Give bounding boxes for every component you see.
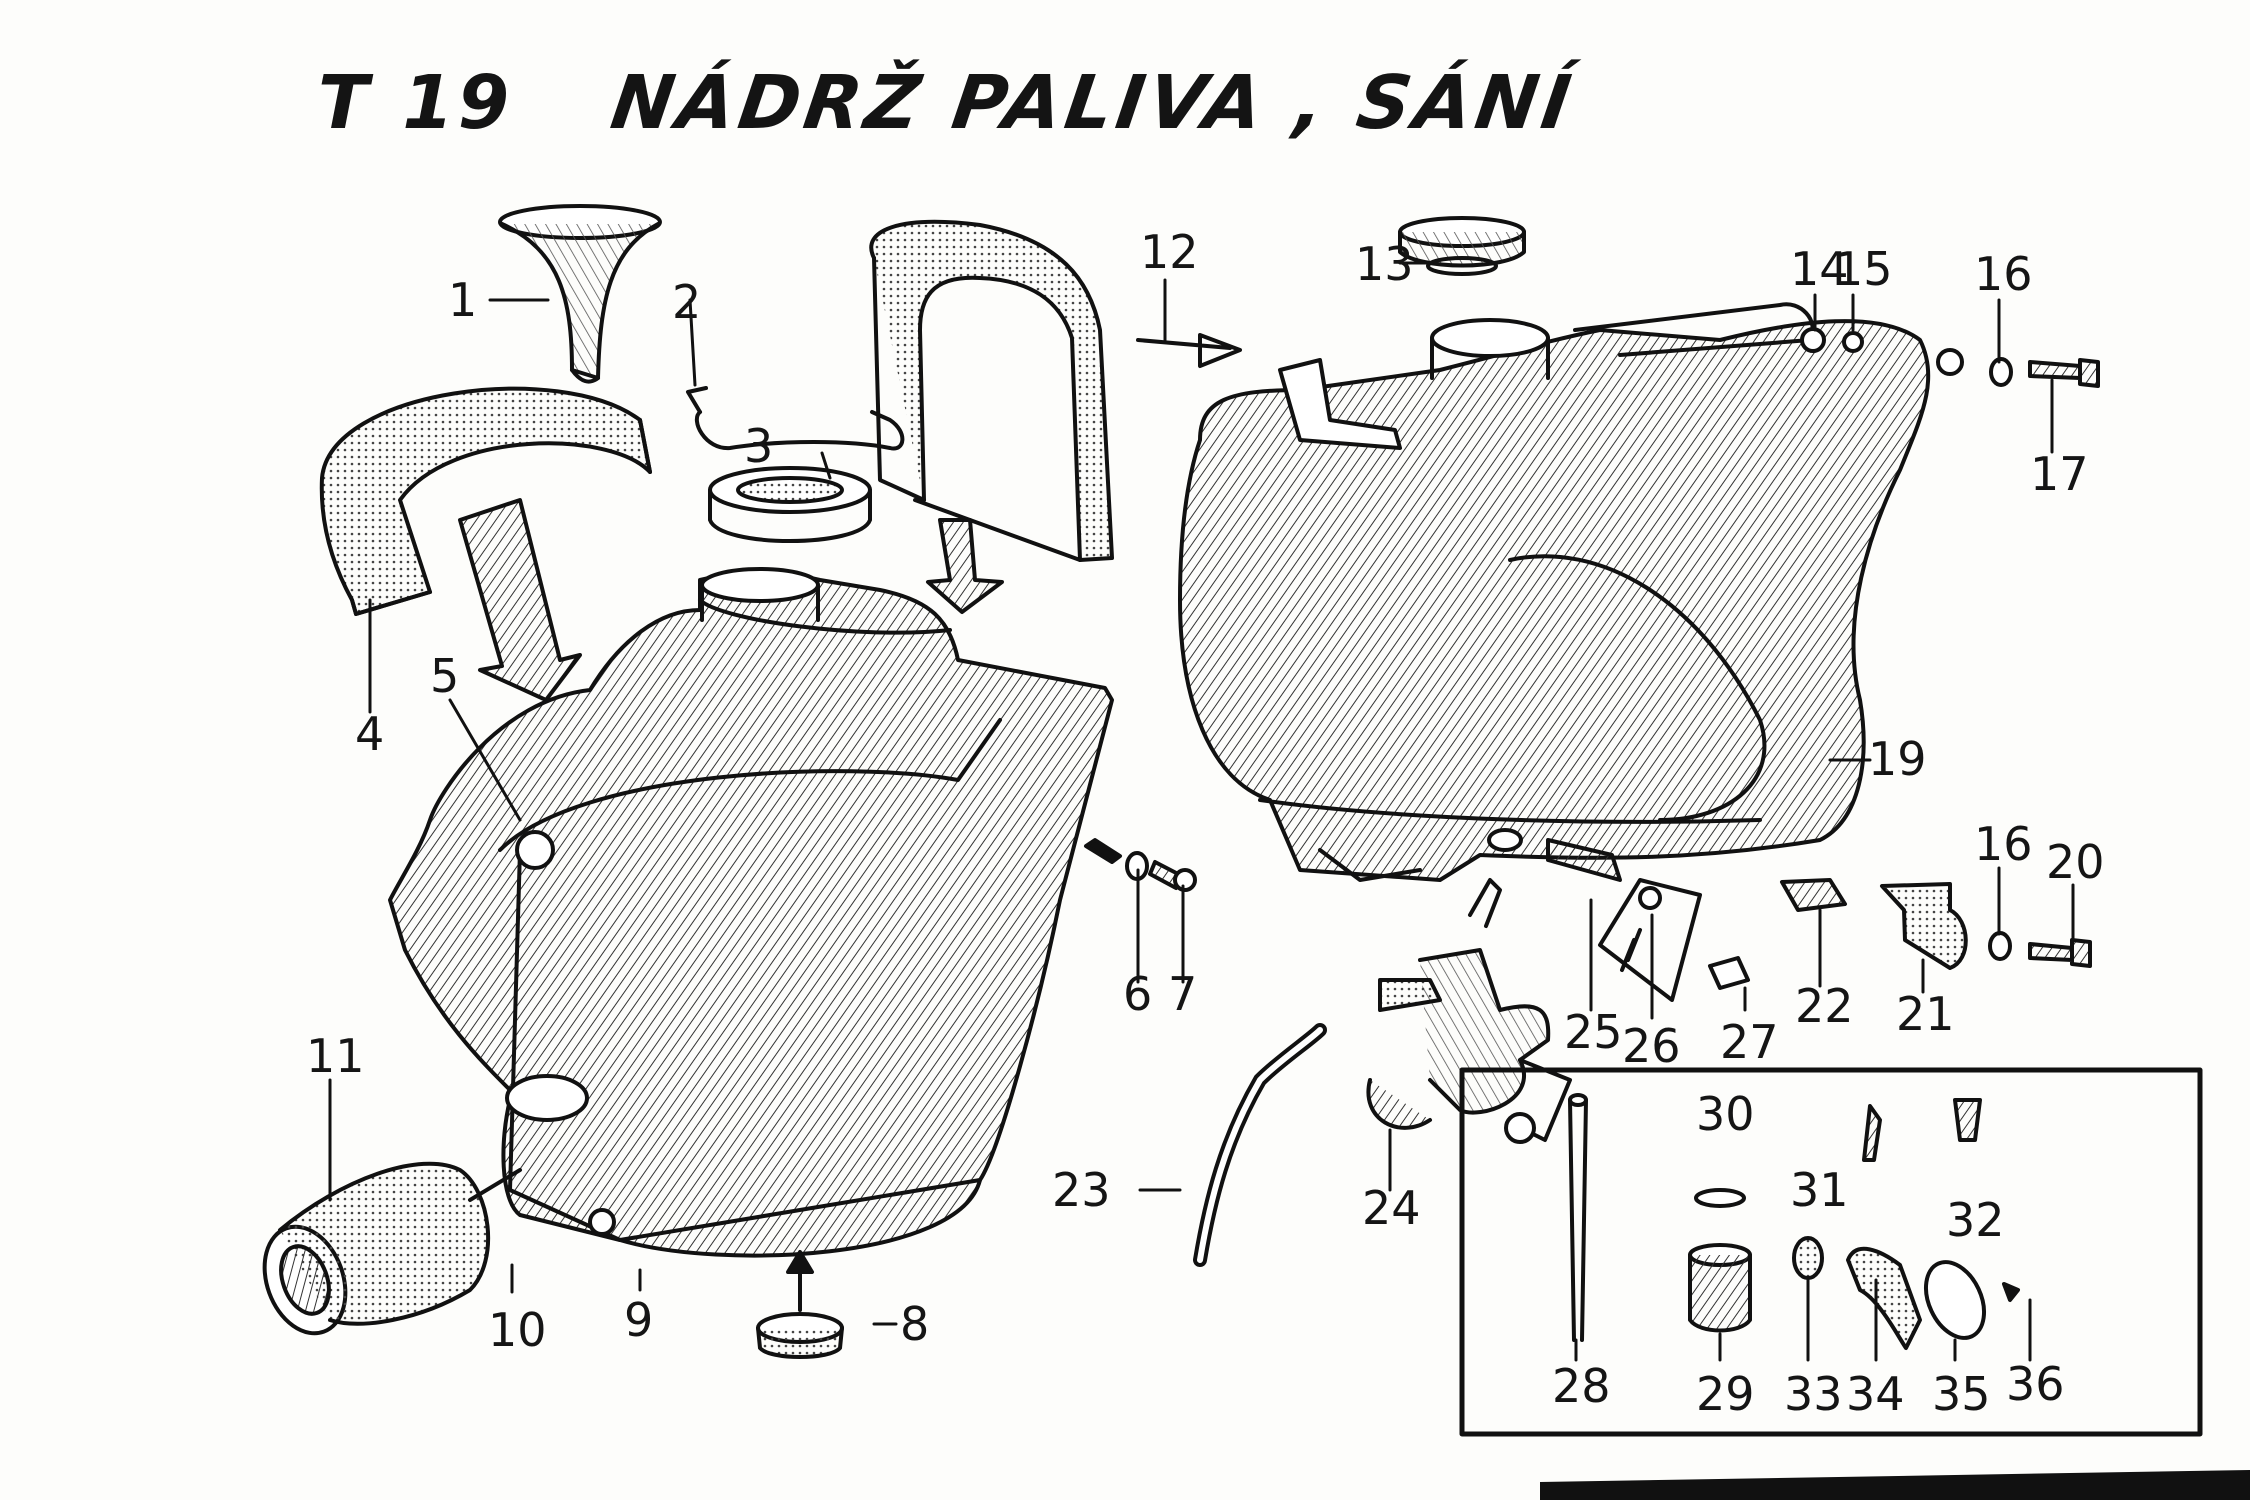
callout-1: 1 — [448, 273, 477, 327]
callout-34: 34 — [1846, 1367, 1905, 1421]
washer-16b-part — [1988, 931, 2012, 961]
callout-11: 11 — [306, 1029, 365, 1083]
callout-27: 27 — [1720, 1015, 1779, 1069]
callout-12: 12 — [1140, 225, 1199, 279]
callout-19: 19 — [1868, 732, 1927, 786]
grommet-part — [756, 1250, 844, 1359]
bolt-17-part — [2028, 358, 2100, 388]
scan-edge — [1540, 1470, 2250, 1500]
callout-24: 24 — [1362, 1181, 1421, 1235]
callout-labels: 1 2 3 4 5 6 7 8 9 10 11 12 13 14 15 16 1… — [306, 225, 2105, 1421]
callout-36: 36 — [2006, 1357, 2065, 1411]
intake-sleeve-part — [262, 1161, 522, 1336]
callout-2: 2 — [672, 275, 701, 329]
callout-22: 22 — [1795, 979, 1854, 1033]
washer-15-part — [1842, 331, 1864, 353]
callout-5: 5 — [430, 649, 459, 703]
callout-13: 13 — [1355, 237, 1414, 291]
vent-pin-part — [1136, 333, 1242, 368]
strap-cover-part — [319, 386, 652, 616]
callout-20: 20 — [2046, 835, 2105, 889]
callout-8: 8 — [900, 1297, 929, 1351]
detail-box — [1459, 1067, 2203, 1437]
wire-clip-part — [694, 410, 905, 451]
callout-4: 4 — [355, 707, 384, 761]
tank-strap-part — [869, 219, 1114, 562]
bracket-21-part — [1880, 882, 1968, 970]
callout-21: 21 — [1896, 987, 1955, 1041]
callout-16b: 16 — [1974, 817, 2033, 871]
washer-14-part — [1800, 327, 1826, 353]
callout-30: 30 — [1696, 1087, 1755, 1141]
callout-9: 9 — [624, 1293, 653, 1347]
callout-3: 3 — [744, 419, 773, 473]
callout-26: 26 — [1622, 1019, 1681, 1073]
callout-17: 17 — [2030, 447, 2089, 501]
callout-33: 33 — [1784, 1367, 1843, 1421]
callout-35: 35 — [1932, 1367, 1991, 1421]
callout-14: 14 — [1790, 242, 1849, 296]
callout-10: 10 — [488, 1303, 547, 1357]
funnel-part — [498, 204, 662, 384]
air-box-part — [388, 567, 1114, 1258]
fuel-cap-part — [1398, 216, 1526, 276]
callout-15: 15 — [1834, 242, 1893, 296]
callout-6: 6 — [1123, 967, 1152, 1021]
fuel-tank-part — [1178, 302, 1964, 882]
fuel-hose-part — [1193, 1023, 1327, 1267]
filter-29-part — [1688, 1243, 1752, 1333]
callout-28: 28 — [1552, 1359, 1611, 1413]
bolt-20-part — [2028, 938, 2092, 968]
direction-arrow — [458, 498, 582, 702]
callout-31: 31 — [1790, 1163, 1849, 1217]
section-code: T 19 — [318, 60, 514, 146]
screw-washer-part — [1084, 838, 1197, 892]
callout-16: 16 — [1974, 247, 2033, 301]
callout-29: 29 — [1696, 1367, 1755, 1421]
callout-25: 25 — [1564, 1005, 1623, 1059]
spring-25-part — [1598, 878, 1702, 1002]
filter-ring-part — [708, 466, 872, 543]
callout-23: 23 — [1052, 1163, 1111, 1217]
pad-22-part — [1780, 878, 1847, 912]
fuel-tap-part — [1366, 878, 1572, 1144]
callout-32: 32 — [1946, 1193, 2005, 1247]
washer-16-part — [1989, 357, 2013, 387]
nut-27-part — [1708, 956, 1750, 990]
callout-7: 7 — [1168, 967, 1197, 1021]
